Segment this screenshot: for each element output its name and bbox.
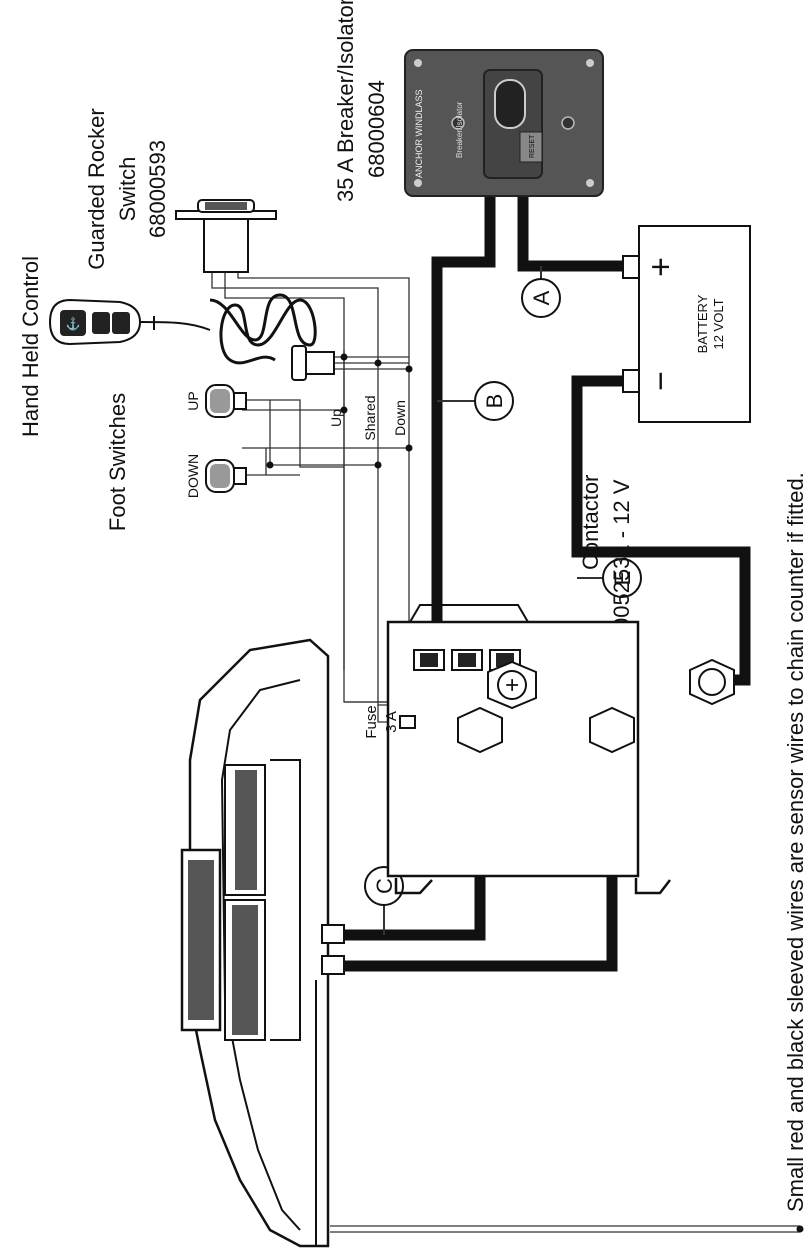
foot-switches-label: Foot Switches xyxy=(105,393,130,531)
svg-text:E: E xyxy=(610,571,635,586)
svg-text:A: A xyxy=(529,290,554,305)
breaker-isolator: ANCHOR WINDLASS Breaker/Isolator RESET xyxy=(404,49,604,197)
guarded-rocker-switch xyxy=(175,199,277,273)
foot-switch-up-label: UP xyxy=(185,391,201,410)
svg-text:Breaker/Isolator: Breaker/Isolator xyxy=(455,101,464,158)
svg-text:12 VOLT: 12 VOLT xyxy=(711,298,726,349)
svg-text:+: + xyxy=(499,678,526,692)
sensor-wires-note: Small red and black sleeved wires are se… xyxy=(783,472,808,1212)
rocker-switch-label-1: Guarded Rocker xyxy=(84,108,109,269)
wire-label-down: Down xyxy=(392,400,408,436)
cable-marker-b: B xyxy=(474,381,514,421)
svg-text:C: C xyxy=(372,878,397,894)
fuse xyxy=(399,715,416,729)
windlass-motor xyxy=(180,638,345,1248)
hand-held-control-label: Hand Held Control xyxy=(18,256,43,437)
contactor-label: Contactor xyxy=(578,475,603,570)
breaker-part-number: 68000604 xyxy=(364,80,389,178)
battery: + − BATTERY 12 VOLT xyxy=(622,225,751,423)
cable-marker-e: E xyxy=(602,558,642,598)
svg-text:BATTERY: BATTERY xyxy=(695,294,710,353)
wire-label-up: Up xyxy=(328,409,344,427)
wire-label-shared: Shared xyxy=(362,395,378,440)
fuse-label-1: Fuse xyxy=(363,705,380,738)
rocker-switch-label-2: Switch xyxy=(115,157,140,222)
svg-text:−: − xyxy=(642,371,680,391)
foot-switch-down-label: DOWN xyxy=(185,454,201,498)
svg-text:RESET: RESET xyxy=(529,134,536,158)
rocker-switch-part-number: 68000593 xyxy=(145,140,170,238)
svg-text:B: B xyxy=(482,394,507,409)
svg-text:+: + xyxy=(642,257,680,277)
wire-junctions xyxy=(266,353,804,1233)
breaker-label: 35 A Breaker/Isolator xyxy=(333,0,358,202)
svg-text:⚓: ⚓ xyxy=(66,317,81,331)
contactor-part-number: 0052531 - 12 V xyxy=(609,479,634,630)
svg-text:ANCHOR WINDLASS: ANCHOR WINDLASS xyxy=(414,89,424,178)
cable-marker-a: A xyxy=(521,278,561,318)
hand-held-remote: ⚓ xyxy=(48,293,335,381)
foot-switch-down xyxy=(205,459,247,493)
contactor: + xyxy=(386,604,735,895)
fuse-label-2: 3 A xyxy=(383,711,400,733)
foot-switch-up xyxy=(205,384,247,418)
